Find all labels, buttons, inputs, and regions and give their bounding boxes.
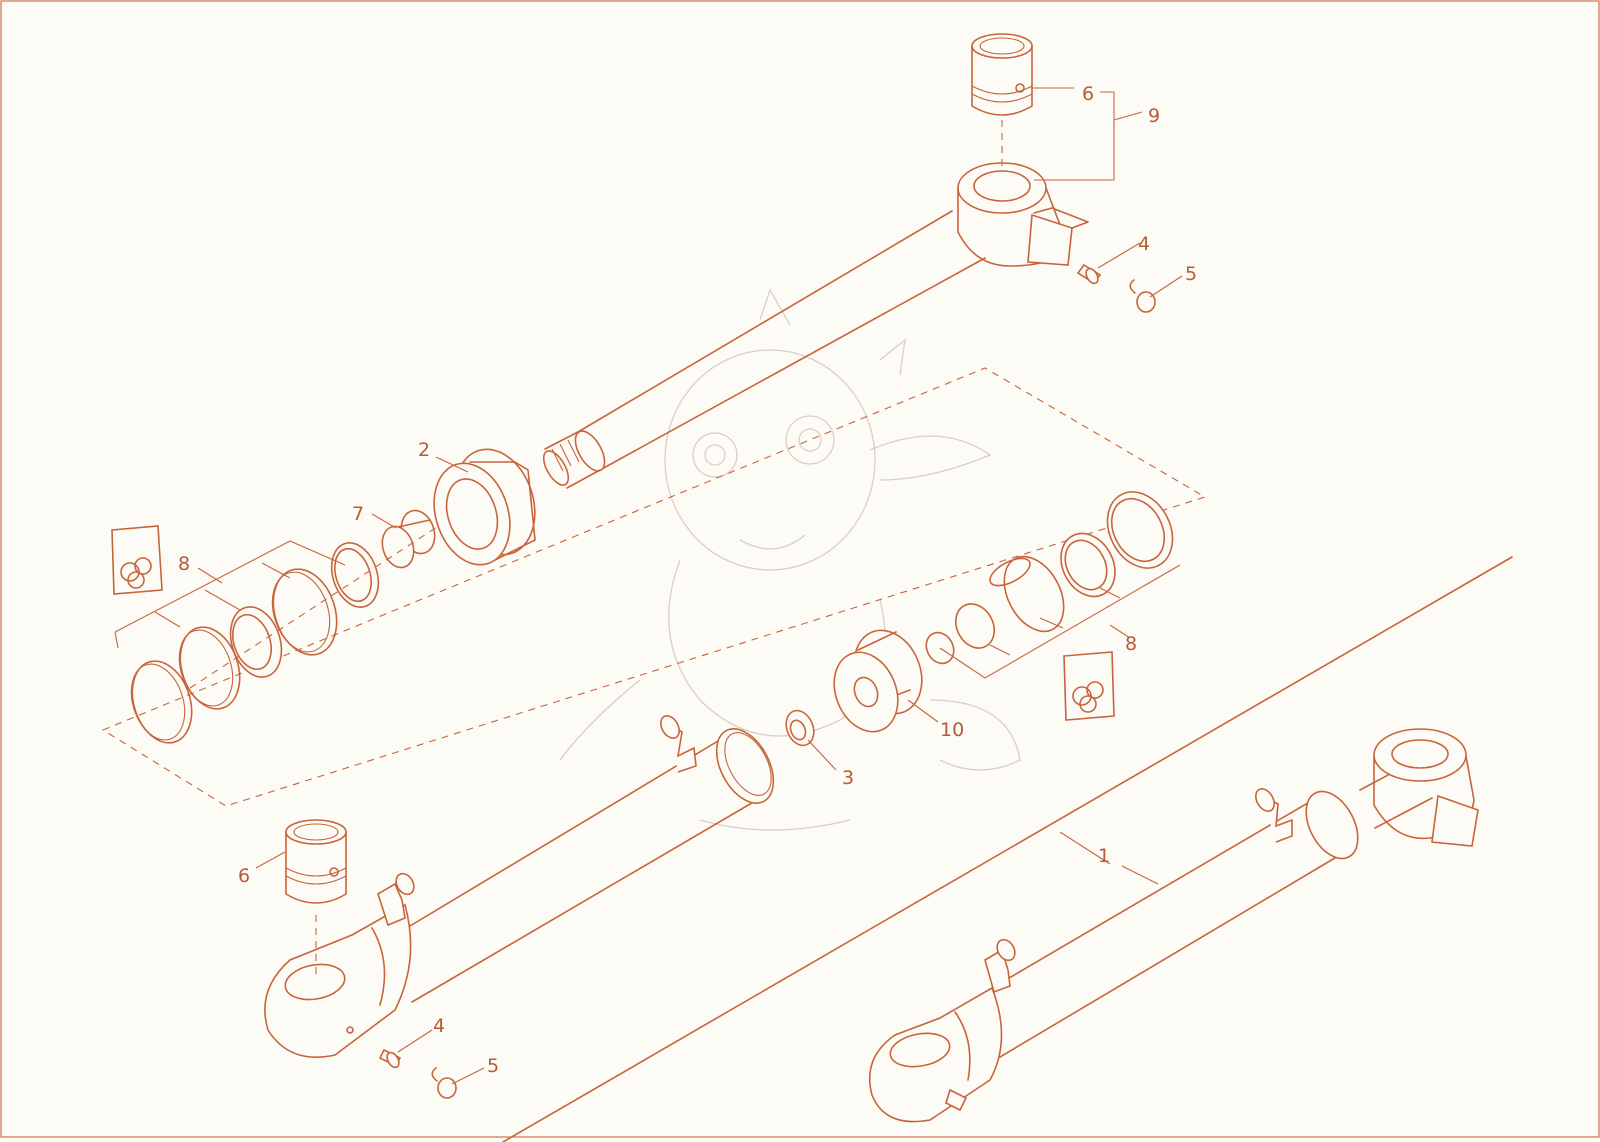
callout-labels: 6 9 4 5 2 7 8 8 10 3 6 1 4 5 xyxy=(178,83,1197,1077)
grease-nipple-top-icon xyxy=(1076,263,1102,285)
assembled-lug-icon xyxy=(1431,794,1479,847)
leader-lines xyxy=(197,87,1183,1085)
callout-9: 9 xyxy=(1148,105,1160,127)
grease-nipple-bottom-icon xyxy=(378,1048,402,1069)
piston-nut xyxy=(785,709,815,747)
callout-2: 2 xyxy=(418,439,430,461)
callout-8-right: 8 xyxy=(1125,633,1137,655)
rod-eye-lug-icon xyxy=(1027,213,1073,266)
callout-4-bottom: 4 xyxy=(433,1015,445,1037)
seal-ring-set-right xyxy=(925,491,1181,679)
callout-5-bottom: 5 xyxy=(487,1055,499,1077)
callout-6-bottom: 6 xyxy=(238,865,250,887)
bushing-top xyxy=(971,33,1033,116)
callout-3: 3 xyxy=(842,767,854,789)
callout-1: 1 xyxy=(1098,845,1110,867)
seal-ring-set-left xyxy=(114,540,380,744)
guide-bushing xyxy=(381,509,436,569)
piston-rod xyxy=(542,162,1089,489)
callout-8-left: 8 xyxy=(178,553,190,575)
cylinder-barrel xyxy=(264,715,775,1058)
watermark-dragon xyxy=(559,288,1021,831)
seal-kit-bag-left-icon xyxy=(111,525,163,595)
callout-6-top: 6 xyxy=(1082,83,1094,105)
assembled-cylinder xyxy=(868,728,1479,1123)
bushing-bottom xyxy=(285,819,347,904)
seal-kit-bag-right-icon xyxy=(1063,651,1115,721)
gland xyxy=(433,448,536,566)
callout-4-top: 4 xyxy=(1138,233,1150,255)
callout-5-top: 5 xyxy=(1185,263,1197,285)
piston xyxy=(833,629,923,733)
callout-10: 10 xyxy=(940,719,964,741)
grease-cap-bottom-icon xyxy=(431,1067,457,1099)
callout-7: 7 xyxy=(352,503,364,525)
